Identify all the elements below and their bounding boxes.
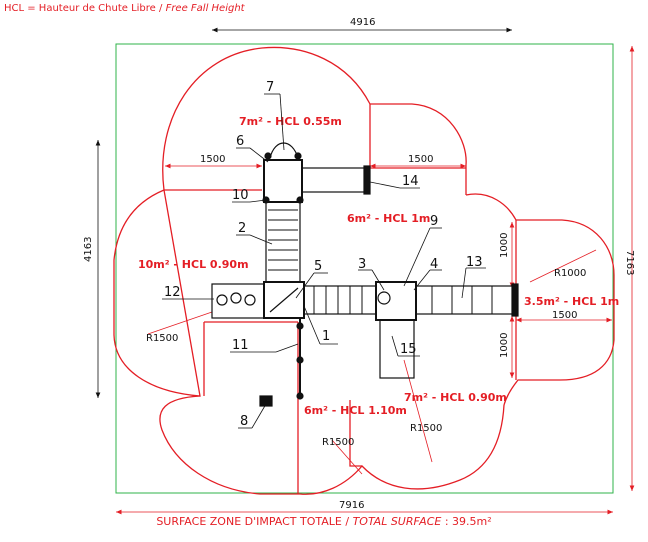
callout-9: 9 (430, 214, 438, 229)
zone-label-4: 3.5m² - HCL 1m (524, 295, 619, 308)
dimension-right-label: 7163 (624, 250, 635, 275)
callout-2: 2 (238, 221, 246, 236)
callout-6: 6 (236, 134, 244, 149)
clearance-label-4: 1000 (499, 233, 510, 258)
zone-label-1: 7m² - HCL 0.55m (239, 115, 342, 128)
callout-15: 15 (400, 342, 417, 357)
dimension-top-label: 4916 (350, 17, 375, 28)
radius-label-1: R1500 (146, 333, 178, 344)
zone-label-2: 6m² - HCL 1m (347, 212, 430, 225)
dimension-left-label: 4163 (83, 237, 94, 262)
radius-label-2: R1000 (554, 268, 586, 279)
clearance-label-3: 1500 (552, 310, 577, 321)
zone-label-6: 6m² - HCL 1.10m (304, 404, 407, 417)
clearance-label-1: 1500 (200, 154, 225, 165)
dimension-bottom-label: 7916 (339, 500, 364, 511)
callout-1: 1 (322, 329, 330, 344)
callout-3: 3 (358, 257, 366, 272)
callout-5: 5 (314, 259, 322, 274)
total-boundary (115, 43, 614, 494)
zone-label-3: 10m² - HCL 0.90m (138, 258, 249, 271)
callout-11: 11 (232, 338, 249, 353)
total-surface-english: TOTAL SURFACE (352, 515, 442, 528)
clearance-label-2: 1500 (408, 154, 433, 165)
clearance-lines (147, 163, 612, 475)
total-surface-value: : 39.5m² (441, 515, 492, 528)
callout-4: 4 (430, 257, 438, 272)
callout-leaders (162, 93, 486, 429)
callout-13: 13 (466, 255, 483, 270)
zone-label-5: 7m² - HCL 0.90m (404, 391, 507, 404)
callout-7: 7 (266, 80, 274, 95)
legend-separator: / (155, 3, 166, 14)
legend-text: HCL = Hauteur de Chute Libre (4, 3, 156, 14)
radius-label-3: R1500 (322, 437, 354, 448)
legend: HCL = Hauteur de Chute Libre / Free Fall… (4, 3, 245, 14)
legend-english: Free Fall Height (165, 3, 245, 14)
callout-10: 10 (232, 188, 249, 203)
callout-8: 8 (240, 414, 248, 429)
radius-label-4: R1500 (410, 423, 442, 434)
play-equipment (211, 142, 519, 407)
total-surface: SURFACE ZONE D'IMPACT TOTALE / TOTAL SUR… (0, 515, 648, 528)
callout-14: 14 (402, 174, 419, 189)
clearance-label-5: 1000 (499, 333, 510, 358)
callout-12: 12 (164, 285, 181, 300)
total-surface-prefix: SURFACE ZONE D'IMPACT TOTALE / (156, 515, 353, 528)
